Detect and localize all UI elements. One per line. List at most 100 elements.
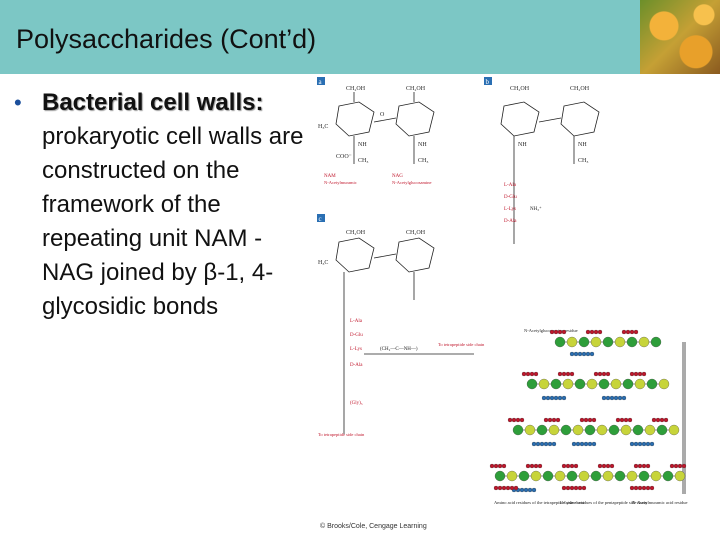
bridge-bead [519, 487, 525, 493]
peptide-bead [641, 371, 647, 377]
a-ch3-2: CH₃ [418, 158, 428, 164]
peptide-bead [573, 485, 579, 491]
nam-bead [674, 470, 686, 482]
b-nh: NH [518, 142, 527, 148]
nag-bead [512, 424, 524, 436]
bullet-marker: • [14, 90, 22, 115]
nag-bead [536, 424, 548, 436]
bridge-bead [641, 441, 647, 447]
b-l-ala: L-Ala [504, 183, 517, 188]
bridge-bead [583, 441, 589, 447]
peptide-bead [489, 463, 495, 469]
panel-a-box [317, 77, 325, 85]
peptide-bead [511, 417, 517, 423]
peptide-bead [569, 463, 575, 469]
a-ch2oh-1: CH₂OH [346, 86, 366, 92]
peptide-bead [561, 485, 567, 491]
peptide-bead [581, 485, 587, 491]
nam-bead [530, 470, 542, 482]
peptidoglycan-figure: a b c CH₂OH CH₂OH O NH NH COO⁻ CH₃ CH₃ H… [317, 77, 687, 505]
peptide-bead [561, 329, 567, 335]
bridge-bead [573, 351, 579, 357]
peptide-bead [501, 463, 507, 469]
panel-a-label: a [319, 78, 323, 86]
panel-c-label: c [319, 215, 322, 223]
bridge-bead [609, 395, 615, 401]
peptide-bead [529, 463, 535, 469]
b-d-ala: D-Ala [504, 219, 517, 224]
nam-bead [578, 470, 590, 482]
bridge-bead [557, 395, 563, 401]
peptide-bead [641, 463, 647, 469]
bridge-bead [591, 441, 597, 447]
a-h3c: H₃C [318, 124, 328, 130]
b-nh-2: NH [578, 142, 587, 148]
a-ch3-1: CH₃ [358, 158, 368, 164]
peptide-bead [521, 371, 527, 377]
nam-bead [548, 424, 560, 436]
nam-bead [620, 424, 632, 436]
d-nam-residue-label: N-Acetylmuramic acid residue [632, 500, 687, 505]
nam-bead [602, 470, 614, 482]
nag-bead [584, 424, 596, 436]
bridge-bead [553, 395, 559, 401]
peptide-bead [637, 463, 643, 469]
peptide-bead [641, 485, 647, 491]
peptide-bead [601, 463, 607, 469]
nag-bead [560, 424, 572, 436]
peptide-bead [621, 329, 627, 335]
peptide-bead [569, 485, 575, 491]
nam-bead [650, 470, 662, 482]
bridge-bead [629, 441, 635, 447]
nag-bead [638, 470, 650, 482]
c-l-lys: L-Lys [350, 347, 362, 352]
peptide-bead [605, 371, 611, 377]
peptide-bead [601, 371, 607, 377]
peptide-bead [627, 417, 633, 423]
slide-title: Polysaccharides (Cont’d) [16, 24, 317, 54]
nag-bead [550, 378, 562, 390]
bridge-bead [531, 441, 537, 447]
bridge-bead [587, 441, 593, 447]
peptide-bead [677, 463, 683, 469]
peptide-bead [655, 417, 661, 423]
peptide-bead [615, 417, 621, 423]
peptide-bead [497, 463, 503, 469]
nag-bead [494, 470, 506, 482]
peptide-bead [645, 485, 651, 491]
peptide-bead [553, 329, 559, 335]
peptide-bead [637, 371, 643, 377]
nag-bead [554, 336, 566, 348]
peptide-bead [507, 417, 513, 423]
b-ch3: CH₃ [578, 158, 588, 164]
bridge-bead [531, 487, 537, 493]
d-amino-acid-label: Amino acid residues of the tetrapeptide … [494, 500, 585, 505]
title-bar: Polysaccharides (Cont’d) [0, 0, 720, 74]
peptide-bead [533, 371, 539, 377]
nam-bead [638, 336, 650, 348]
bridge-bead [649, 441, 655, 447]
peptide-bead [633, 463, 639, 469]
nag-bead [518, 470, 530, 482]
c-to-tetrapeptide-1: To tetrapeptide side chain [438, 342, 485, 347]
bridge-bead [571, 441, 577, 447]
peptide-bead [593, 329, 599, 335]
nag-bead [566, 470, 578, 482]
nam-bead [554, 470, 566, 482]
bridge-bead [539, 441, 545, 447]
peptide-bead [529, 371, 535, 377]
peptide-bead [569, 371, 575, 377]
bridge-bead [561, 395, 567, 401]
d-l-lysine-label: L-Lysine residues of the pentapeptide si… [560, 500, 648, 505]
peptide-bead [577, 485, 583, 491]
bridge-bead [575, 441, 581, 447]
peptide-bead [533, 463, 539, 469]
peptide-bead [583, 417, 589, 423]
peptide-bead [497, 485, 503, 491]
a-o-link: O [380, 112, 385, 118]
panel-a-structure [335, 92, 435, 164]
peptide-bead [565, 463, 571, 469]
bridge-bead [527, 487, 533, 493]
b-l-lys: L-Lys [504, 207, 516, 212]
nag-bead [608, 424, 620, 436]
